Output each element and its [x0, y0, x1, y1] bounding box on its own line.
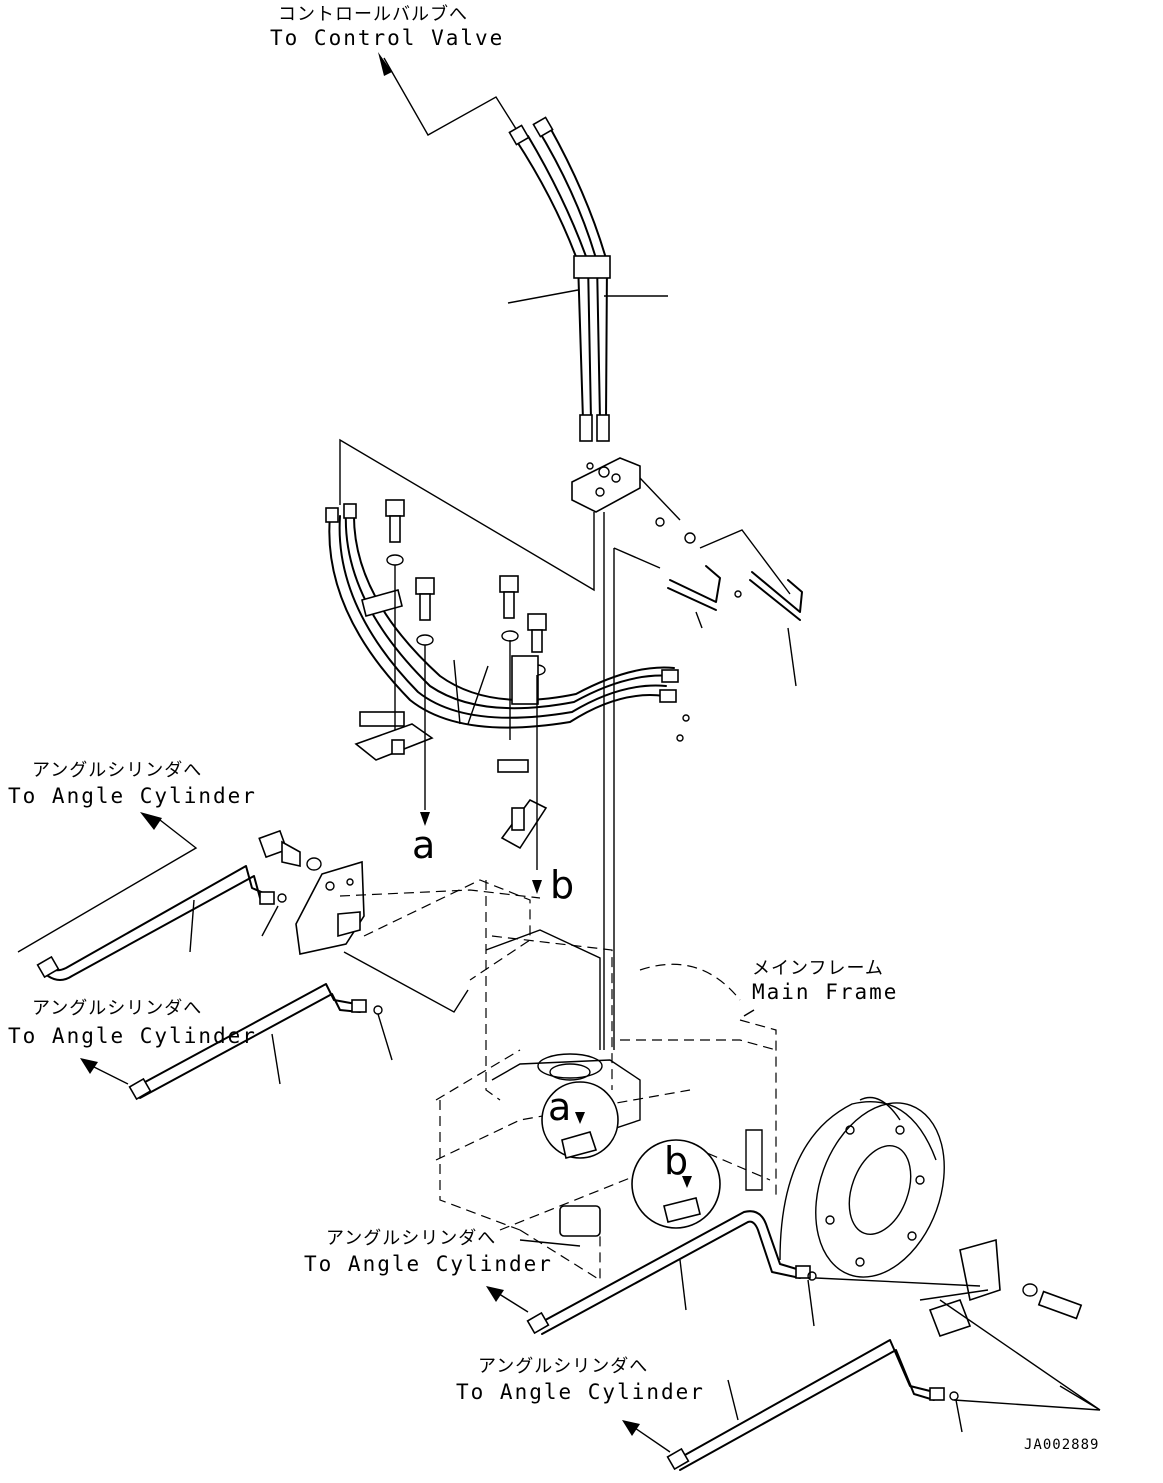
- main-frame: [363, 879, 777, 1282]
- elbow-fittings: [667, 529, 803, 687]
- angle-cylinder-label-jp-1: アングルシリンダへ: [32, 760, 203, 781]
- upper-hoses: [507, 116, 668, 442]
- angle-cylinder-tube-2: [80, 951, 469, 1101]
- left-bracket: [258, 829, 541, 955]
- angle-cylinder-label-jp-4: アングルシリンダへ: [478, 1356, 649, 1377]
- view-b-label: b: [550, 863, 575, 907]
- bolts-and-clamps: [354, 499, 548, 870]
- detail-bubbles: [541, 1081, 721, 1229]
- lower-hoses: [325, 503, 690, 742]
- drawing-number: JA002889: [1024, 1437, 1100, 1453]
- main-frame-label-en: Main Frame: [752, 980, 899, 1004]
- angle-cylinder-label-en-2: To Angle Cylinder: [8, 1024, 257, 1048]
- angle-cylinder-label-jp-3: アングルシリンダへ: [326, 1228, 497, 1249]
- main-frame-leader: [743, 1009, 755, 1017]
- angle-cylinder-tube-4: [622, 1339, 1101, 1471]
- view-a-label: a: [412, 823, 436, 867]
- angle-cylinder-tube-1: [17, 812, 287, 981]
- detail-a-label: a: [548, 1085, 572, 1129]
- leader-control-valve: [378, 52, 519, 136]
- view-arrows: [420, 812, 542, 894]
- control-valve-label-en: To Control Valve: [270, 26, 505, 50]
- angle-cylinder-label-jp-2: アングルシリンダへ: [32, 998, 203, 1019]
- angle-cylinder-label-en-1: To Angle Cylinder: [8, 784, 257, 808]
- axle-flange: [779, 1096, 1083, 1338]
- control-valve-label-jp: コントロールバルブへ: [278, 4, 468, 25]
- angle-cylinder-label-en-3: To Angle Cylinder: [304, 1252, 553, 1276]
- manifold-block: [339, 438, 696, 1050]
- detail-b-label: b: [664, 1139, 689, 1183]
- main-frame-label-jp: メインフレーム: [752, 958, 884, 979]
- angle-cylinder-label-en-4: To Angle Cylinder: [456, 1380, 705, 1404]
